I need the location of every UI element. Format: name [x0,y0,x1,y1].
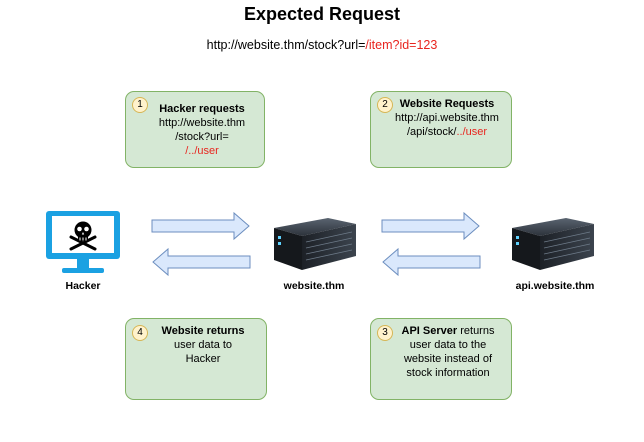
website-server-icon [274,218,356,270]
step-3-heading: API Server [401,325,458,337]
expected-url-path: /item?id=123 [365,38,438,52]
step-1-box: 1 Hacker requests http://website.thm /st… [125,91,265,168]
step-3-line3: website instead of [403,353,493,365]
arrow-left-api-to-website [382,247,481,277]
step-2-highlight: ../user [456,126,488,138]
step-1-line2: /stock?url= [175,131,229,143]
arrow-right-website-to-api [381,211,480,241]
step-3-line4: stock information [406,367,490,379]
step-2-line2: /api/stock/ [406,126,457,138]
hacker-monitor-icon [46,211,120,273]
step-2-line2-wrap: /api/stock/../user [383,125,511,139]
step-4-line2: user data to [173,339,233,351]
arrow-left-website-to-hacker [152,247,251,277]
step-1-highlight: /../user [185,145,219,157]
step-1-heading: Hacker requests [159,103,245,115]
expected-request-url: http://website.thm/stock?url=/item?id=12… [0,38,644,52]
step-2-line1: http://api.website.thm [395,112,499,124]
expected-url-base: http://website.thm/stock?url= [206,38,366,52]
step-1-badge: 1 [132,97,148,113]
step-4-box: 4 Website returns user data to Hacker [125,318,267,400]
skull-icon [69,221,97,251]
api-label: api.website.thm [515,280,595,292]
step-3-line1: API Server returns [385,324,511,338]
step-4-line3: Hacker [185,353,221,365]
step-2-heading: Website Requests [399,98,495,110]
diagram-title: Expected Request [243,4,401,24]
step-3-badge: 3 [377,325,393,341]
website-label: website.thm [283,280,345,292]
api-server-icon [512,218,594,270]
step-1-line1: http://website.thm [158,117,246,129]
step-3-box: 3 API Server returns user data to the we… [370,318,512,400]
step-2-box: 2 Website Requests http://api.website.th… [370,91,512,168]
hacker-label: Hacker [65,280,101,292]
step-2-badge: 2 [377,97,393,113]
arrow-right-hacker-to-website [151,211,250,241]
step-3-rest1: returns [457,325,495,337]
step-4-heading: Website returns [161,325,245,337]
step-4-badge: 4 [132,325,148,341]
step-3-line2: user data to the [409,339,487,351]
